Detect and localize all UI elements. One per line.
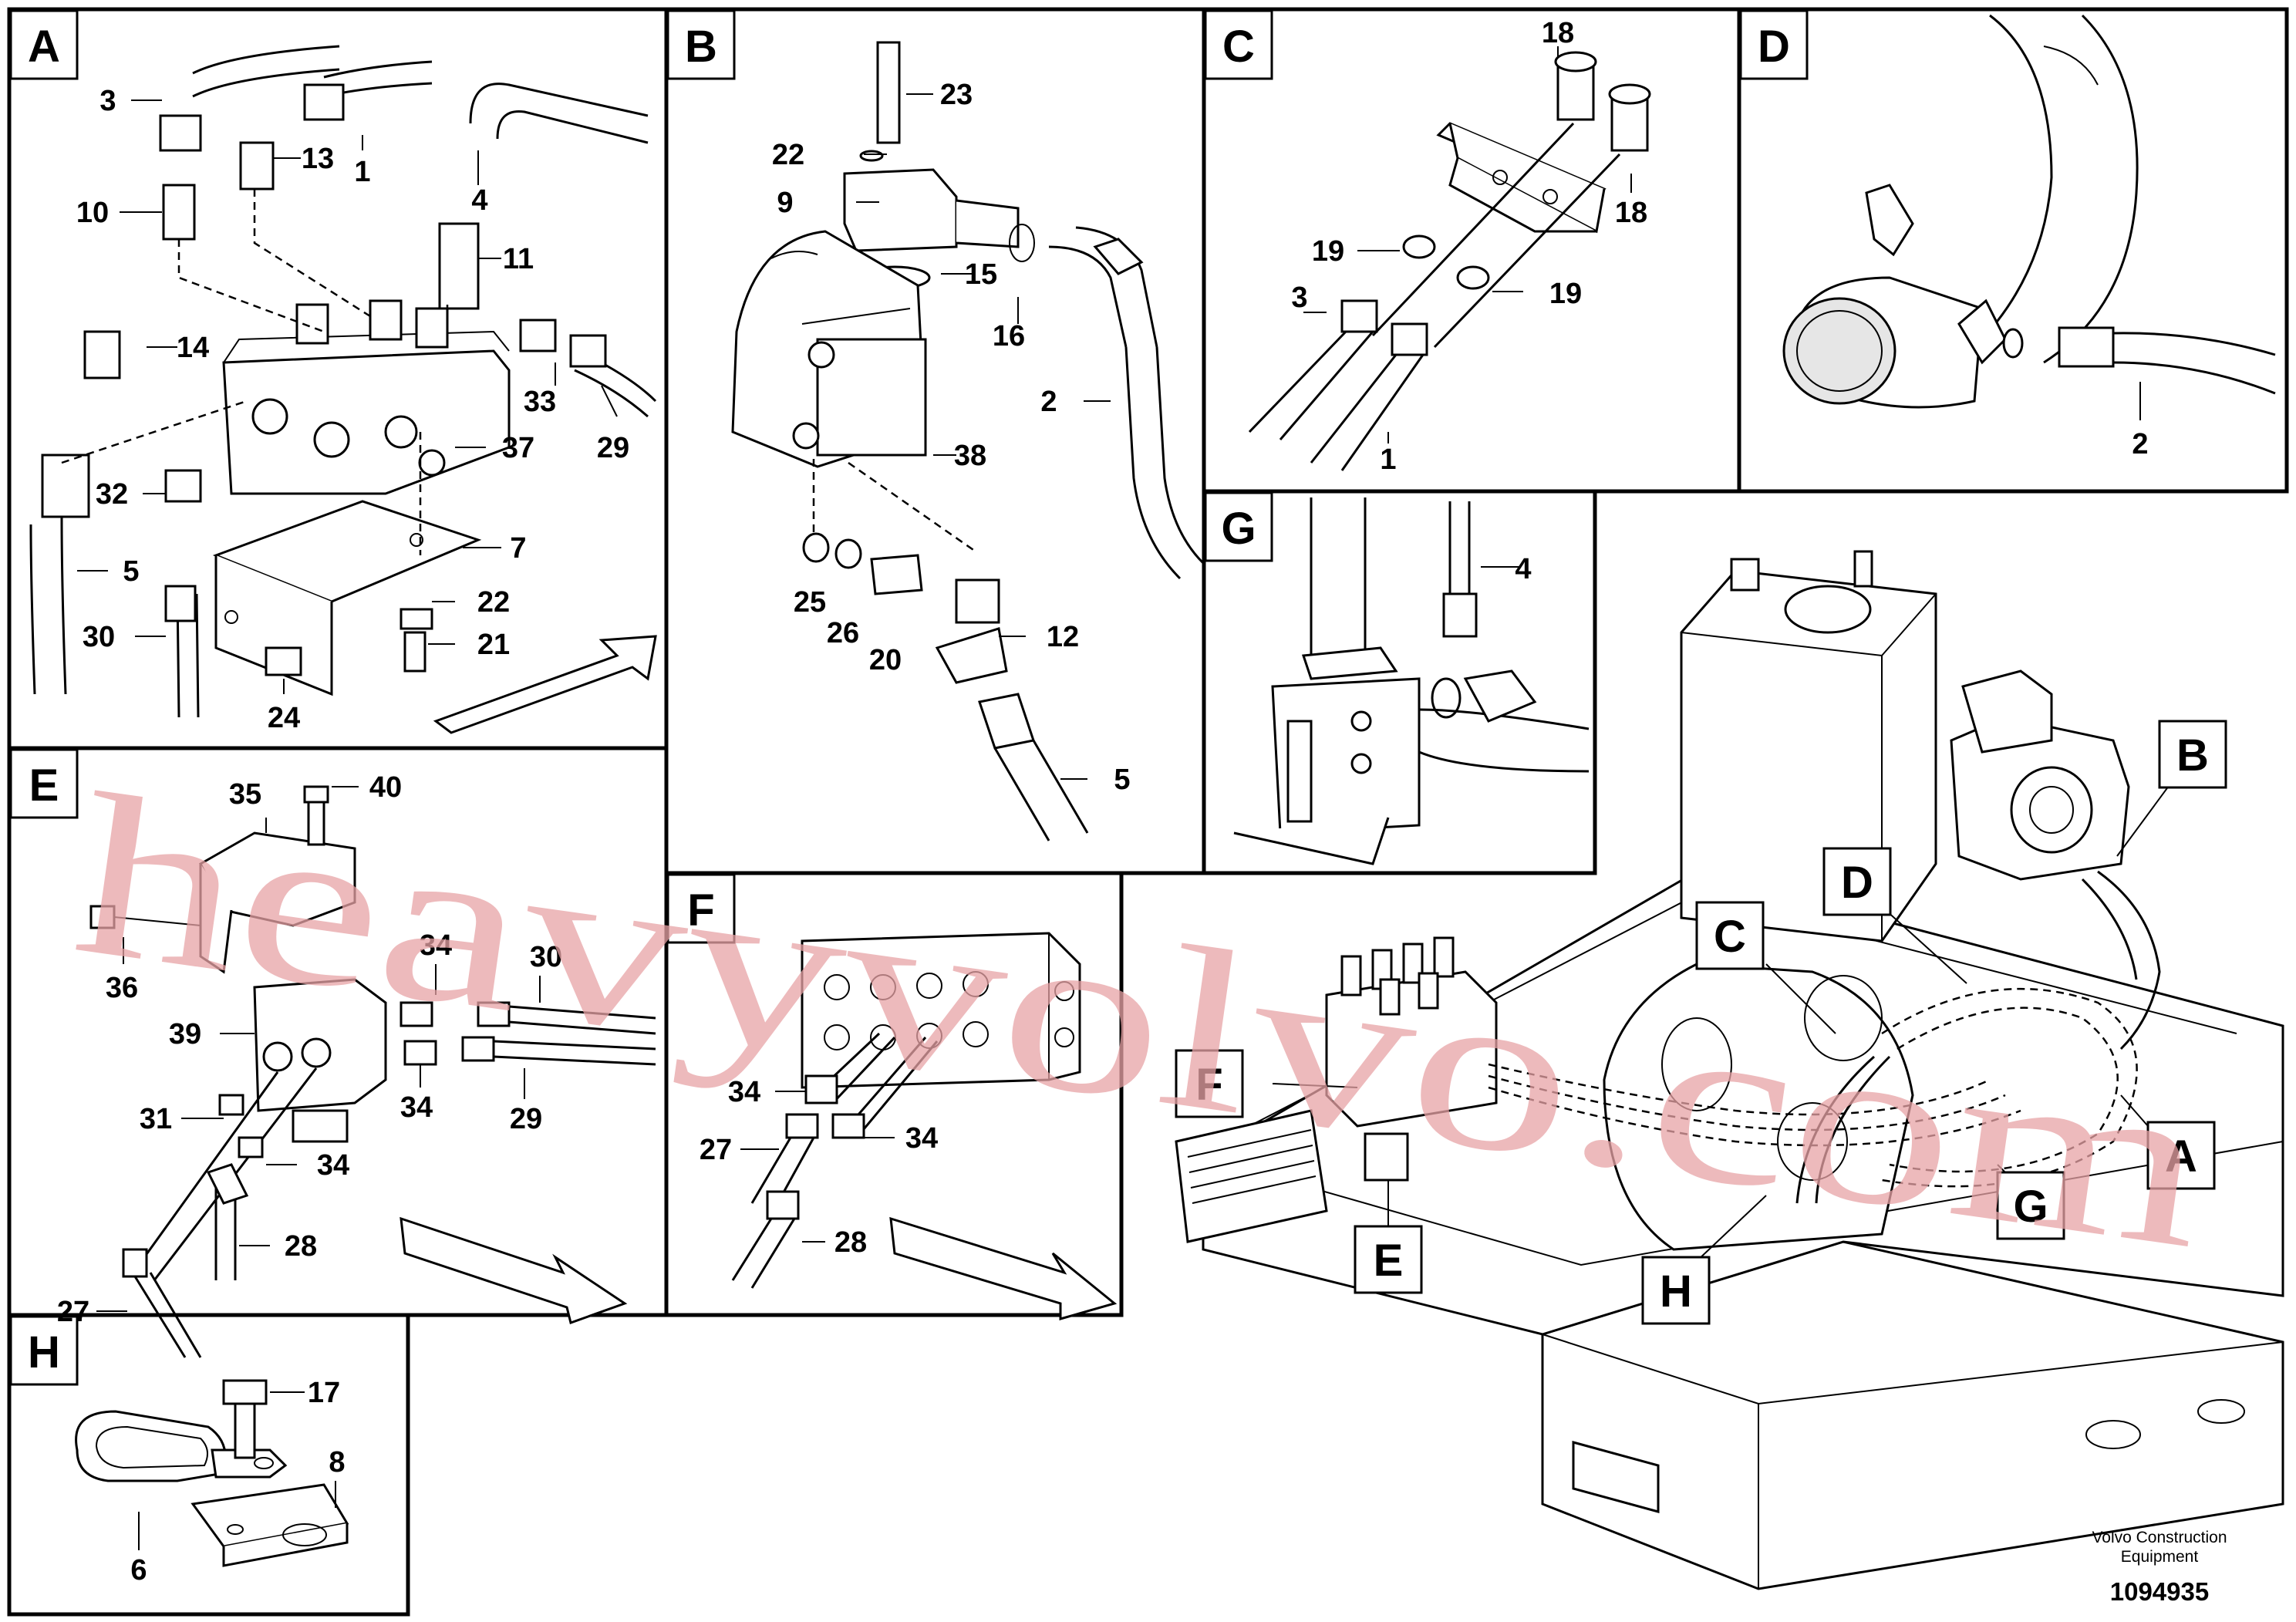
panel-e-letter: E	[29, 760, 59, 811]
panel-b-callout-7: 38	[954, 440, 986, 472]
panel-frames	[7, 7, 2289, 1617]
panel-d-letter: D	[1758, 22, 1790, 72]
overview-label-g: G	[2013, 1182, 2048, 1232]
panel-b-callout-1: 23	[940, 79, 973, 111]
panel-c-letter: C	[1222, 22, 1255, 72]
panel-e-callout-6: 39	[169, 1018, 201, 1050]
panel-f-letter: F	[687, 885, 714, 936]
panel-a-callout-5: 10	[76, 197, 109, 229]
overview-label-e: E	[1374, 1236, 1404, 1286]
overview-label-a: A	[2165, 1131, 2197, 1182]
panel-h-callout-1: 17	[308, 1377, 340, 1409]
panel-c-drawing	[1248, 46, 1651, 471]
panel-d-drawing	[1782, 14, 2276, 420]
panel-a-drawing	[29, 45, 657, 734]
panel-b-callout-9: 26	[827, 617, 859, 649]
panel-c-callout-6: 1	[1380, 443, 1396, 476]
panel-a-callout-3: 1	[354, 156, 370, 188]
document-number: 1094935	[2110, 1577, 2209, 1606]
panel-c-callout-2: 18	[1615, 197, 1647, 229]
panel-g-letter: G	[1221, 504, 1256, 554]
panel-h-callout-2: 8	[329, 1446, 345, 1479]
panel-e-callout-8: 29	[510, 1103, 542, 1135]
panel-f-callout-2: 27	[700, 1134, 732, 1166]
panel-b-callout-4: 15	[965, 258, 997, 291]
panel-a-callout-4: 4	[471, 184, 487, 217]
panel-f-callout-1: 34	[728, 1076, 760, 1108]
panel-e-drawing	[89, 785, 656, 1358]
panel-letter-boxes	[9, 9, 1809, 1386]
panel-b-callout-5: 16	[993, 320, 1025, 352]
panel-e-callout-4: 34	[420, 929, 452, 962]
panel-b-callout-12: 5	[1114, 764, 1130, 796]
panel-b-callout-8: 25	[794, 586, 826, 619]
panel-c-callout-5: 3	[1291, 282, 1307, 314]
overview-label-boxes	[1175, 720, 2227, 1325]
panel-a-callout-15: 30	[83, 621, 115, 653]
panel-e-callout-10: 34	[317, 1149, 349, 1182]
overview-label-d: D	[1841, 858, 1873, 908]
panel-e-callout-9: 31	[140, 1103, 172, 1135]
manufacturer-line-2: Equipment	[2121, 1548, 2199, 1566]
panel-b-callout-6: 2	[1040, 386, 1057, 418]
panel-a-callout-7: 14	[177, 332, 209, 364]
panel-a-callout-11: 37	[502, 432, 534, 464]
panel-b-callout-10: 20	[869, 644, 902, 676]
panel-d-callout-1: 2	[2132, 428, 2148, 460]
panel-a-callout-17: 24	[268, 702, 300, 734]
panel-e-callout-1: 35	[229, 778, 261, 811]
panel-c-callout-3: 19	[1312, 235, 1344, 268]
panel-a-callout-10: 32	[96, 478, 128, 511]
panel-a-letter: A	[28, 22, 60, 72]
panel-c-callout-1: 18	[1542, 17, 1574, 49]
panel-a-callout-14: 22	[477, 586, 510, 619]
panel-f-callout-3: 34	[905, 1122, 938, 1155]
panel-b-callout-3: 9	[777, 187, 793, 219]
panel-a-callout-6: 11	[503, 243, 534, 275]
panel-a-callout-13: 7	[510, 532, 526, 565]
overview-label-c: C	[1714, 912, 1746, 962]
panel-a-callout-2: 13	[302, 143, 334, 175]
panel-a-callout-1: 3	[99, 85, 116, 117]
manufacturer-line-1: Volvo Construction	[2092, 1529, 2227, 1546]
panel-a-callout-9: 29	[597, 432, 629, 464]
panel-h-drawing	[75, 1379, 349, 1567]
panel-c-callout-4: 19	[1549, 278, 1582, 310]
panel-h-letter: H	[28, 1327, 60, 1378]
panel-e-callout-5: 30	[530, 941, 562, 973]
overview-label-b: B	[2176, 730, 2209, 781]
panel-a-callout-12: 5	[123, 555, 139, 588]
panel-g-callout-1: 4	[1515, 553, 1531, 585]
panel-b-callout-11: 12	[1047, 621, 1079, 653]
panel-f-drawing	[731, 932, 1118, 1320]
panel-a-callout-8: 33	[524, 386, 556, 418]
panel-e-callout-12: 27	[57, 1296, 89, 1328]
panel-a-callout-16: 21	[477, 629, 510, 661]
panel-e-callout-11: 28	[285, 1230, 317, 1263]
panel-f-callout-4: 28	[834, 1226, 867, 1259]
panel-h-callout-3: 6	[130, 1554, 147, 1587]
panel-b-letter: B	[685, 22, 717, 72]
panel-b-callout-2: 22	[772, 139, 804, 171]
overview-label-h: H	[1660, 1266, 1692, 1317]
panel-g-drawing	[1233, 497, 1590, 865]
overview-label-f: F	[1195, 1060, 1222, 1110]
panel-e-callout-3: 36	[106, 972, 138, 1004]
panel-e-callout-7: 34	[400, 1091, 433, 1124]
panel-b-drawing	[731, 41, 1205, 841]
panel-e-callout-2: 40	[369, 771, 402, 804]
